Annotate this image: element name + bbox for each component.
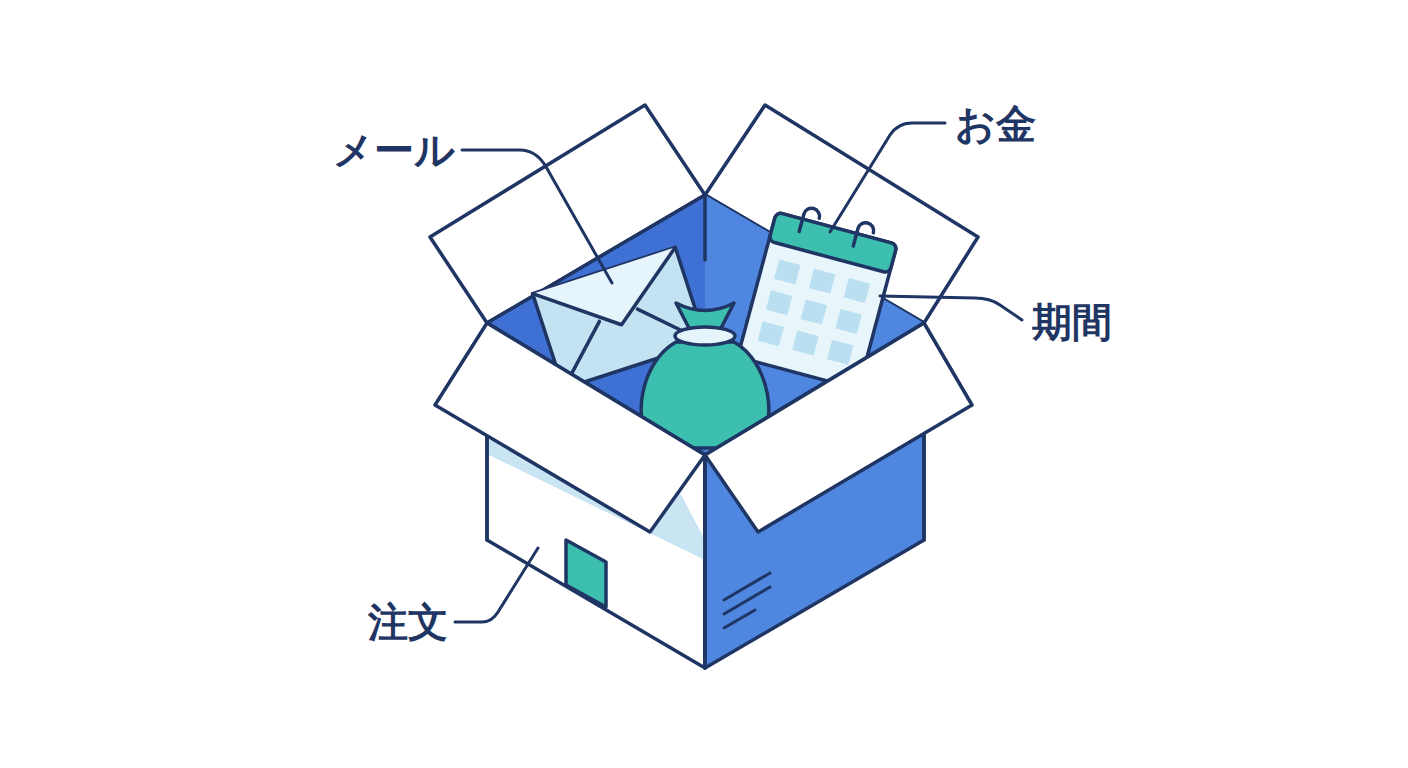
leader-line <box>455 548 538 622</box>
callout-label: 注文 <box>368 600 448 644</box>
leader-lines <box>455 123 1022 622</box>
callout-label: メール <box>333 128 455 172</box>
front-left-flap <box>435 323 705 532</box>
box-label-tag <box>566 540 606 607</box>
leader-line <box>830 123 945 232</box>
box-marking-lines <box>724 573 770 628</box>
callout-label: 期間 <box>1032 300 1112 344</box>
callout-label: お金 <box>955 102 1036 146</box>
front-right-flap <box>705 323 972 532</box>
leader-line <box>462 150 612 283</box>
leader-line <box>880 296 1022 320</box>
interior-edge <box>703 195 707 260</box>
